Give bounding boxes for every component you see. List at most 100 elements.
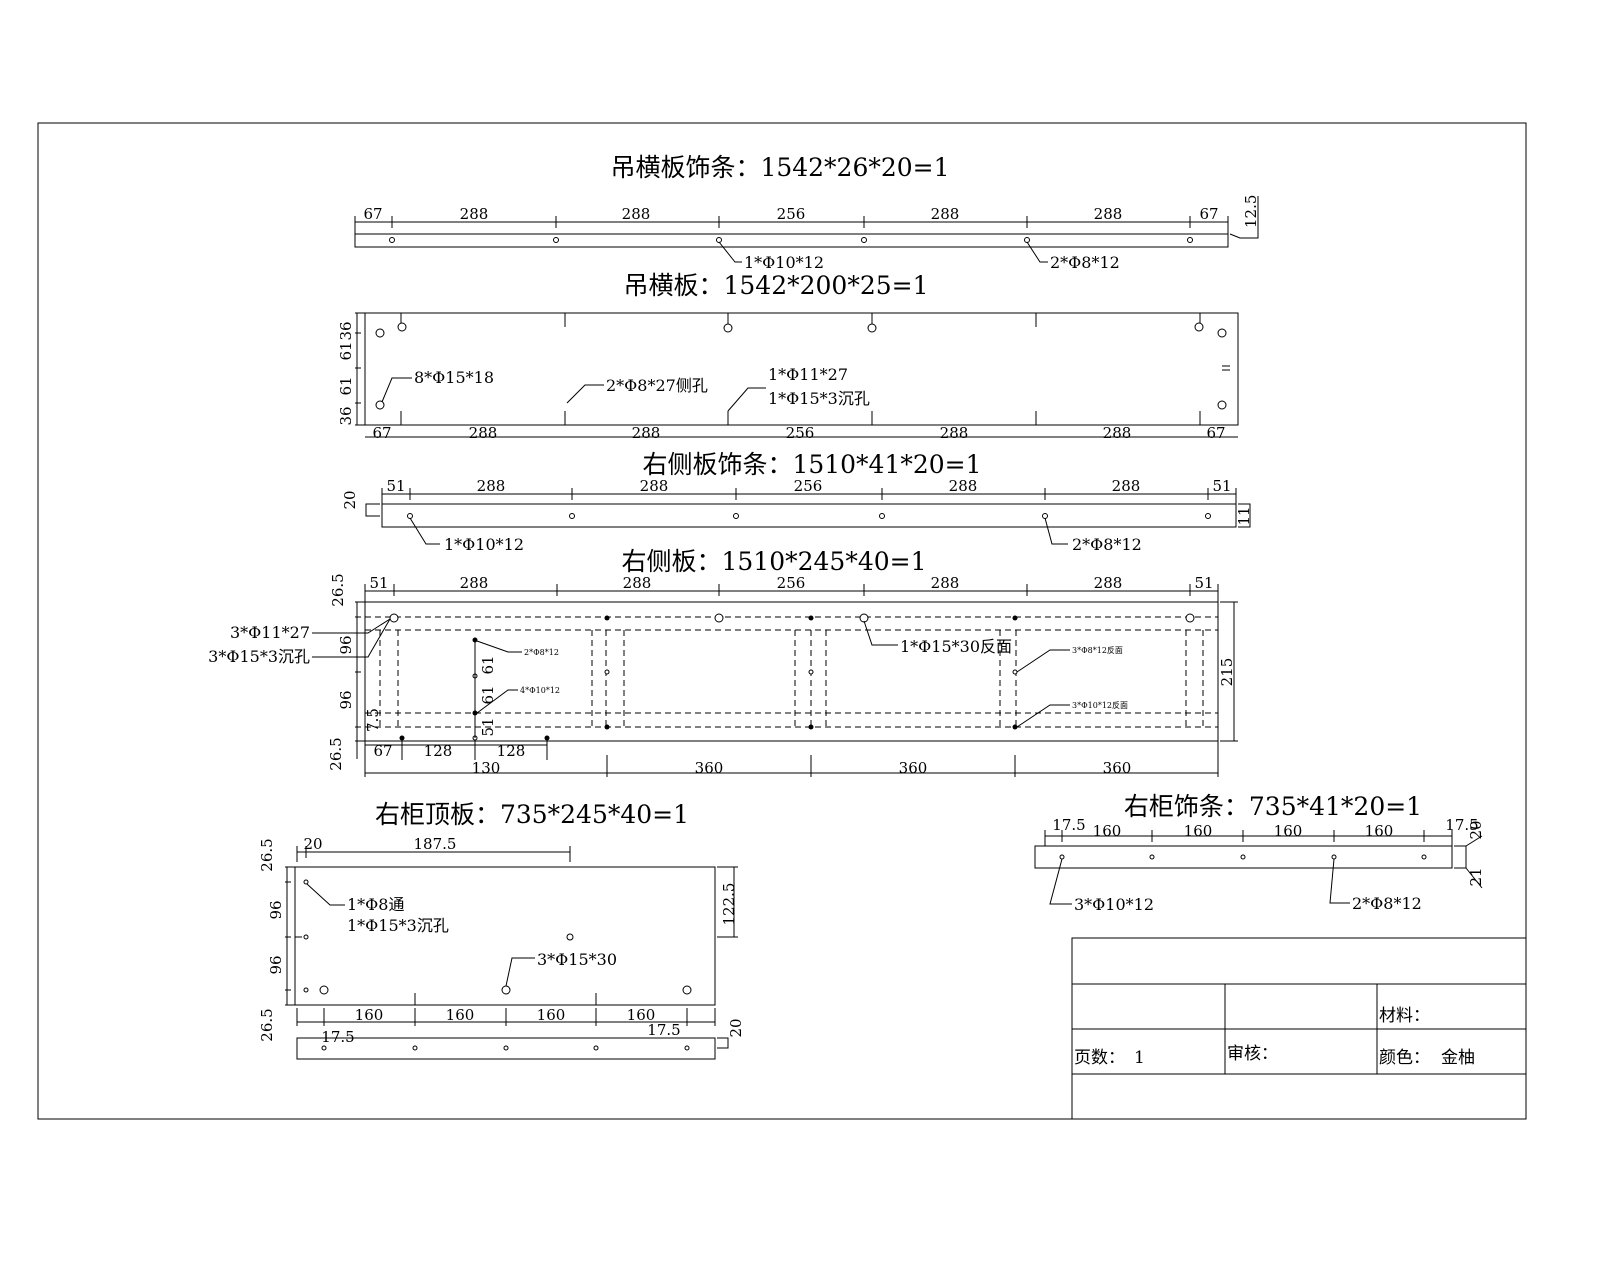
dimension-label: 36 [337, 321, 355, 340]
hole-note: 1*Φ11*27 [768, 365, 848, 384]
hole-note: 1*Φ10*12 [444, 535, 524, 554]
dimension-label: 288 [931, 205, 960, 223]
part-title: 右侧板饰条：1510*41*20=1 [642, 450, 981, 479]
dimension-label: 67 [1206, 424, 1225, 442]
dimension-label: 51 [1194, 574, 1213, 592]
dimension-label: 288 [460, 205, 489, 223]
pages-label: 页数： [1074, 1048, 1125, 1068]
hole-note: 1*Φ10*12 [744, 253, 824, 272]
dimension-label: 67 [373, 742, 392, 760]
hole-note: 4*Φ10*12 [520, 686, 560, 695]
part-outline [381, 503, 1237, 528]
dimension-label: 67 [372, 424, 391, 442]
dimension-label: 256 [777, 205, 806, 223]
dimension-label: 360 [695, 759, 724, 777]
dimension-label: 256 [777, 574, 806, 592]
dimension-label: 20 [727, 1018, 745, 1037]
dimension-label: 288 [1094, 574, 1123, 592]
dimension-label: 288 [632, 424, 661, 442]
part-outline [294, 866, 716, 1006]
dimension-label: 61 [337, 376, 355, 395]
sheet-border [37, 122, 1527, 1120]
dimension-label: 288 [1103, 424, 1132, 442]
part-right-cabinet-top: 右柜顶板：735*245*40=1 20 187.5 26.5 96 96 26… [258, 800, 745, 1060]
strip-outline [296, 1037, 716, 1060]
dimension-label: 160 [1093, 822, 1122, 840]
part-outline [354, 233, 1229, 248]
dimension-label: 20 [1467, 820, 1485, 839]
dimension-label: 96 [267, 955, 285, 974]
dimension-label: 288 [1094, 205, 1123, 223]
dimension-label: 12.5 [1242, 195, 1260, 228]
dimension-label: 160 [1365, 822, 1394, 840]
dimension-label: 67 [1199, 205, 1218, 223]
part-title: 吊横板：1542*200*25=1 [623, 271, 928, 300]
part-hanging-board: 吊横板：1542*200*25=1 36 61 61 36 67 288 288… [337, 271, 1239, 442]
part-title: 右侧板：1510*245*40=1 [621, 547, 926, 576]
part-outline [1034, 845, 1453, 869]
part-hanging-board-strip: 吊横板饰条：1542*26*20=1 67 288 288 256 288 28… [354, 153, 1260, 272]
dimension-label: 160 [446, 1006, 475, 1024]
dimension-label: 288 [931, 574, 960, 592]
color-label: 颜色： [1379, 1048, 1430, 1068]
dimension-label: 26.5 [258, 1008, 276, 1041]
hole-note: 3*Φ11*27 [230, 623, 310, 642]
hole-note: 1*Φ15*3沉孔 [347, 916, 449, 935]
dimension-label: 17.5 [647, 1021, 680, 1039]
dimension-label: 160 [627, 1006, 656, 1024]
hole-note: 3*Φ15*30 [537, 950, 617, 969]
hole-note: 2*Φ8*12 [1072, 535, 1142, 554]
dimension-label: 26.5 [258, 838, 276, 871]
dimension-label: 61 [479, 655, 497, 674]
dimension-label: 288 [477, 477, 506, 495]
dimension-label: 160 [1184, 822, 1213, 840]
dimension-label: 7.5 [364, 708, 382, 732]
hole-note: 2*Φ8*27侧孔 [606, 376, 708, 395]
hole-note: 1*Φ15*3沉孔 [768, 389, 870, 408]
dimension-label: 215 [1218, 658, 1236, 687]
part-outline [364, 601, 1219, 742]
part-title: 右柜顶板：735*245*40=1 [375, 800, 689, 829]
dimension-label: 26.5 [329, 573, 347, 606]
dimension-label: 288 [1112, 477, 1141, 495]
dimension-label: 21 [1467, 867, 1485, 886]
dimension-label: 160 [537, 1006, 566, 1024]
title-block: 材料： 页数： 1 审核： 颜色： 金柚 [1071, 937, 1527, 1120]
dimension-label: 122.5 [720, 883, 738, 926]
part-right-cabinet-strip: 右柜饰条：735*41*20=1 17.5 160 160 160 160 17… [1034, 792, 1485, 914]
hole-note: 2*Φ8*12 [1050, 253, 1120, 272]
dimension-label: 288 [940, 424, 969, 442]
color-value: 金柚 [1441, 1048, 1475, 1068]
dimension-label: 288 [623, 574, 652, 592]
dimension-label: 11 [1235, 506, 1253, 525]
dimension-label: 17.5 [321, 1028, 354, 1046]
dimension-label: 288 [460, 574, 489, 592]
dimension-label: 61 [479, 685, 497, 704]
hole-note: 1*Φ8通 [347, 895, 404, 914]
pages-value: 1 [1134, 1048, 1145, 1068]
dimension-label: 51 [386, 477, 405, 495]
dimension-label: 187.5 [414, 835, 457, 853]
dimension-label: 61 [337, 341, 355, 360]
drawing-sheet: 吊横板饰条：1542*26*20=1 67 288 288 256 288 28… [37, 122, 1527, 1120]
dimension-label: 128 [424, 742, 453, 760]
hole-note: 2*Φ8*12 [1352, 894, 1422, 913]
dimension-label: 160 [355, 1006, 384, 1024]
dimension-label: 160 [1274, 822, 1303, 840]
dimension-label: 288 [949, 477, 978, 495]
hole-note: 3*Φ10*12 [1074, 895, 1154, 914]
material-label: 材料： [1379, 1006, 1430, 1026]
review-label: 审核： [1227, 1044, 1278, 1064]
dimension-label: 96 [267, 900, 285, 919]
hole-note: 3*Φ8*12反面 [1072, 645, 1123, 655]
dimension-label: 17.5 [1445, 816, 1478, 834]
dimension-label: 96 [337, 635, 355, 654]
dimension-label: 51 [369, 574, 388, 592]
part-right-side-board: 右侧板：1510*245*40=1 51 288 288 256 288 288… [208, 547, 1238, 777]
dimension-label: 360 [1103, 759, 1132, 777]
part-right-side-strip: 右侧板饰条：1510*41*20=1 51 288 288 256 288 28… [341, 450, 1253, 554]
dimension-label: 36 [337, 406, 355, 425]
hole-note: 8*Φ15*18 [414, 368, 494, 387]
hole-note: 2*Φ8*12 [524, 648, 559, 657]
dimension-label: 20 [303, 835, 322, 853]
